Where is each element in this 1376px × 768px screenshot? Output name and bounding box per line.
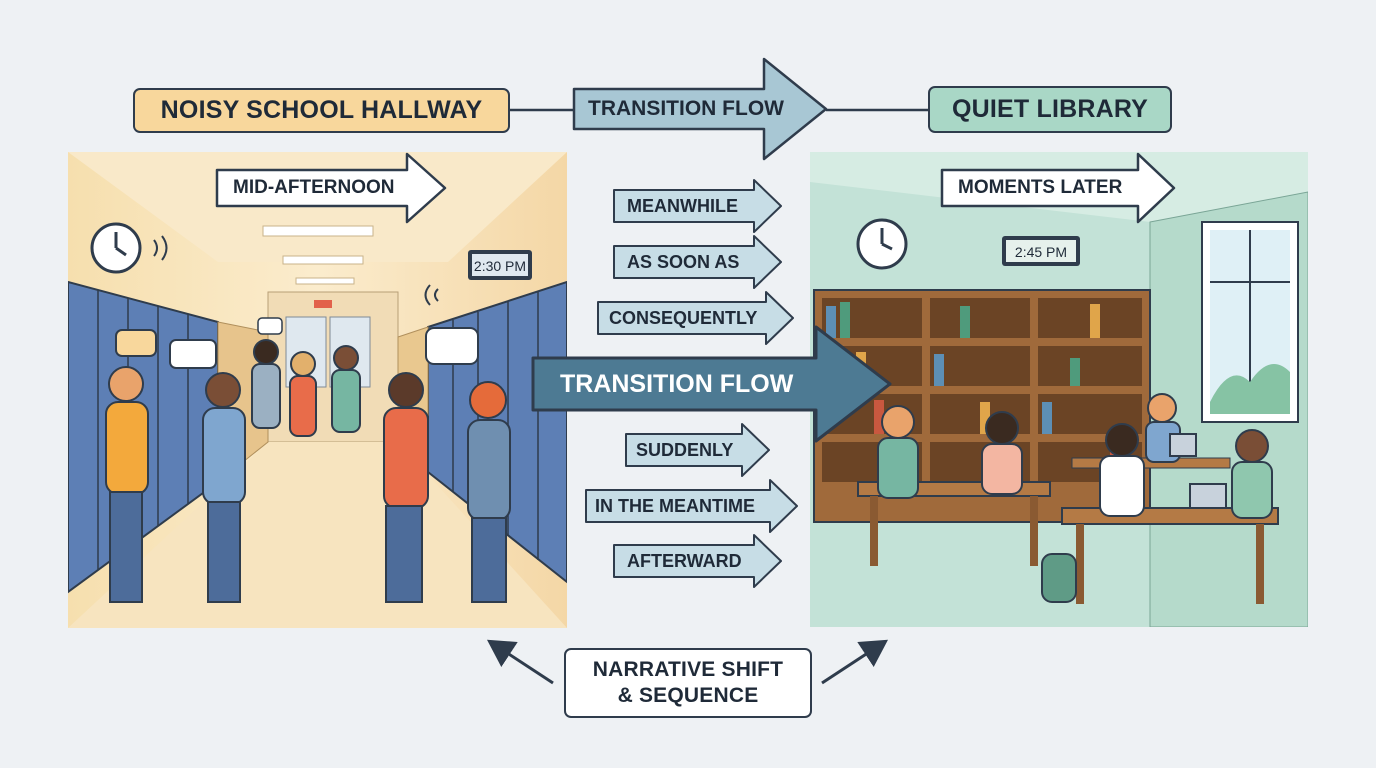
narrative-shift-line2: & SEQUENCE — [617, 684, 759, 707]
header-transition-flow-label: TRANSITION FLOW — [588, 97, 784, 120]
arrow-right-icon — [597, 291, 794, 345]
arrow-right-icon — [572, 57, 828, 161]
in-the-meantime-text: IN THE MEANTIME — [595, 495, 755, 516]
transition-as-soon-as: AS SOON AS — [612, 234, 784, 290]
suddenly-text: SUDDENLY — [636, 439, 734, 460]
wall-clock-icon — [856, 218, 908, 270]
arrow-right-icon — [585, 479, 798, 533]
header-noisy-school-hallway: NOISY SCHOOL HALLWAY — [133, 88, 510, 133]
narrative-shift-box: NARRATIVE SHIFT & SEQUENCE — [564, 648, 812, 718]
wall-clock-icon — [90, 222, 142, 274]
sound-wave-icon — [153, 235, 439, 306]
arrow-right-icon — [613, 235, 782, 289]
arrow-right-icon — [940, 152, 1176, 224]
arrow-right-icon — [531, 325, 892, 443]
afterward-text: AFTERWARD — [627, 550, 742, 571]
narrative-shift-line1: NARRATIVE SHIFT — [592, 658, 784, 681]
window-icon — [1201, 221, 1299, 423]
transition-meanwhile: MEANWHILE — [612, 178, 784, 234]
arrow-right-icon — [215, 152, 447, 224]
mid-afternoon-text: MID-AFTERNOON — [233, 177, 395, 198]
main-transition-flow-arrow: TRANSITION FLOW — [530, 324, 894, 444]
main-transition-flow-label: TRANSITION FLOW — [560, 369, 794, 398]
header-transition-flow-arrow: TRANSITION FLOW — [572, 57, 830, 161]
header-quiet-library: QUIET LIBRARY — [928, 86, 1172, 133]
transition-in-the-meantime: IN THE MEANTIME — [584, 478, 800, 534]
meanwhile-text: MEANWHILE — [627, 195, 738, 216]
hallway-clock-display: 2:30 PM — [474, 258, 526, 274]
library-scene: 2:45 PM — [810, 152, 1308, 627]
moments-later-text: MOMENTS LATER — [958, 177, 1123, 198]
consequently-text: CONSEQUENTLY — [609, 307, 758, 328]
arrow-right-icon — [613, 179, 782, 233]
arrow-right-icon — [613, 534, 782, 588]
time-label-mid-afternoon: MID-AFTERNOON — [215, 152, 449, 224]
speech-bubble-icon — [115, 317, 479, 369]
as-soon-as-text: AS SOON AS — [627, 251, 740, 272]
transition-suddenly: SUDDENLY — [624, 422, 772, 478]
library-clock-display: 2:45 PM — [1015, 244, 1067, 260]
transition-consequently: CONSEQUENTLY — [596, 290, 796, 346]
laptop-icon — [1169, 433, 1227, 509]
transition-afterward: AFTERWARD — [612, 533, 784, 589]
time-label-moments-later: MOMENTS LATER — [940, 152, 1178, 224]
library-illustration: 2:45 PM — [810, 152, 1308, 627]
arrow-right-icon — [625, 423, 770, 477]
